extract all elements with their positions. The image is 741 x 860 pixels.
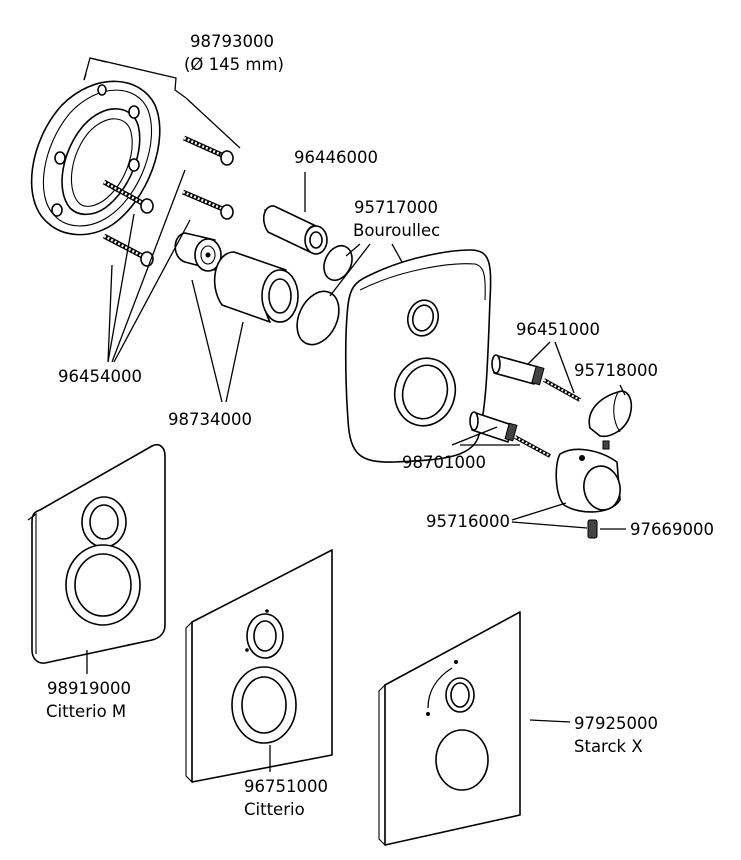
- sleeve: [262, 205, 328, 255]
- leader-lines: [83, 57, 626, 772]
- knob: [555, 448, 621, 513]
- label-98793000-size: (Ø 145 mm): [184, 55, 284, 74]
- label-97925000: 97925000: [574, 714, 658, 733]
- trim-plate-bouroullec: [344, 249, 492, 463]
- label-95717000: 95717000: [354, 198, 438, 217]
- label-citterio: Citterio: [244, 800, 305, 819]
- large-o-ring: [296, 290, 340, 346]
- set-screw: [587, 519, 598, 539]
- screw: [102, 233, 154, 267]
- label-96751000: 96751000: [244, 777, 328, 796]
- part-labels: 98793000 (Ø 145 mm) 96446000 95717000 Bo…: [46, 32, 714, 819]
- label-96451000: 96451000: [516, 320, 600, 339]
- label-98734000: 98734000: [168, 410, 252, 429]
- label-96446000: 96446000: [294, 148, 378, 167]
- label-98701000: 98701000: [402, 453, 486, 472]
- label-95718000: 95718000: [574, 361, 658, 380]
- label-citterio-m: Citterio M: [46, 702, 126, 721]
- label-96454000: 96454000: [58, 367, 142, 386]
- spindle-extension-2: [469, 411, 551, 458]
- spindle-extension: [491, 354, 581, 402]
- trim-plate-citterio-m: [27, 443, 166, 664]
- long-screw-set: [102, 135, 234, 267]
- label-97669000: 97669000: [630, 520, 714, 539]
- label-bouroullec: Bouroullec: [353, 221, 440, 240]
- label-95716000: 95716000: [426, 512, 510, 531]
- small-o-ring: [323, 244, 353, 282]
- label-98793000: 98793000: [190, 32, 274, 51]
- screw: [102, 179, 154, 214]
- rosette-ring: [30, 80, 161, 236]
- label-starck-x: Starck X: [574, 737, 643, 756]
- lever-handle: [588, 390, 633, 450]
- screw: [182, 135, 234, 166]
- extension-sleeve: [213, 251, 299, 323]
- screw: [182, 189, 234, 220]
- adapter: [174, 232, 222, 272]
- label-98919000: 98919000: [47, 679, 131, 698]
- trim-plate-citterio: [185, 549, 333, 784]
- trim-plate-starck-x: [378, 611, 521, 847]
